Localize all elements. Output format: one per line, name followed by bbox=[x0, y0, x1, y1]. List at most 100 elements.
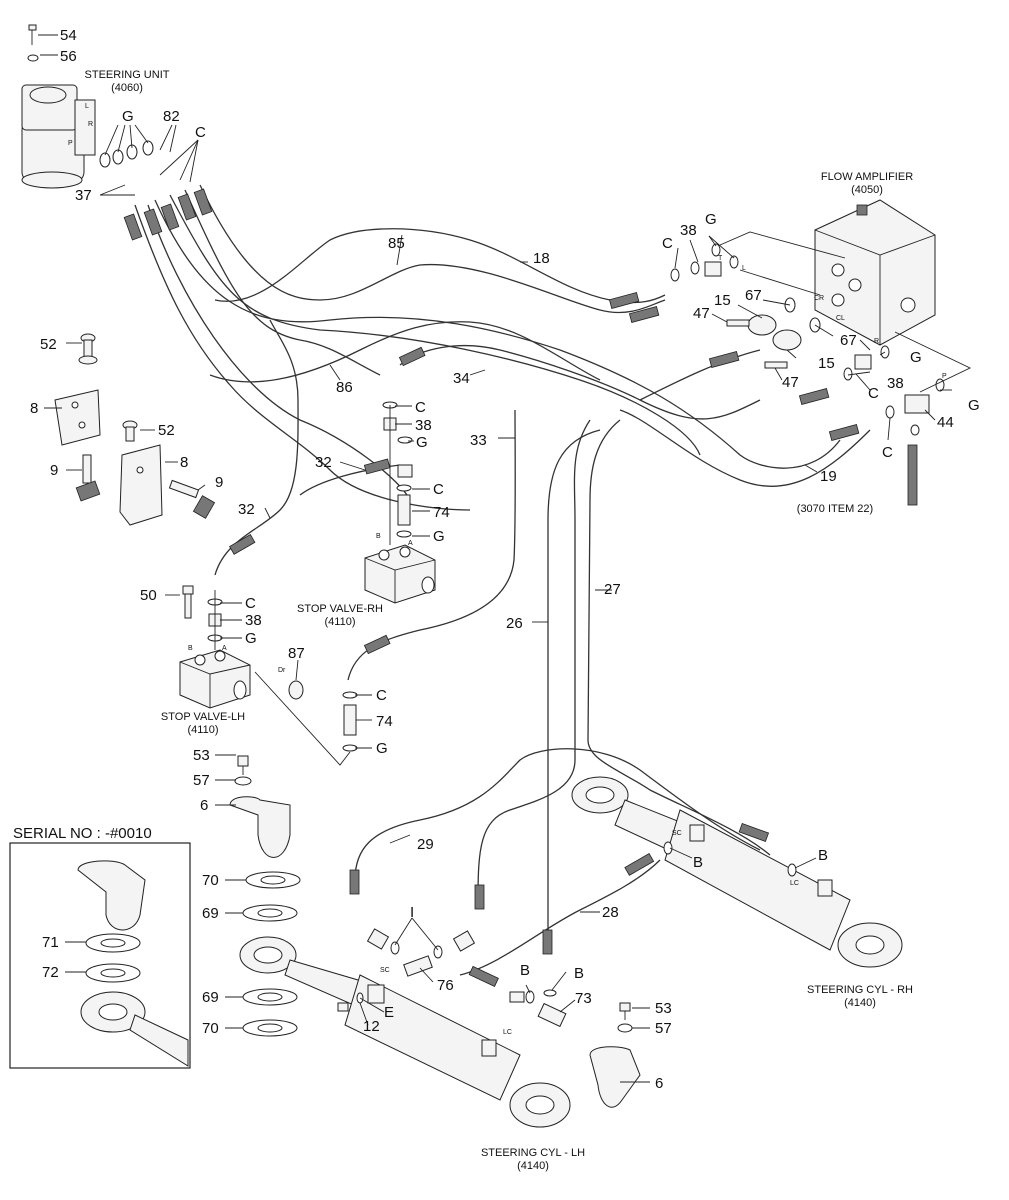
stop-valve-rh-label: STOP VALVE-RH bbox=[297, 603, 383, 615]
flow-amplifier-label: FLOW AMPLIFIER bbox=[821, 171, 913, 183]
callout-8: 8 bbox=[30, 400, 38, 417]
callout-c4: C bbox=[245, 595, 256, 612]
pivot-stack-left bbox=[229, 755, 301, 1037]
bracket-8-right bbox=[119, 444, 163, 526]
callout-37: 37 bbox=[75, 187, 92, 204]
steering-cyl-rh-code: (4140) bbox=[844, 997, 876, 1009]
callout-27: 27 bbox=[604, 581, 621, 598]
callout-15b: 15 bbox=[818, 355, 835, 372]
callout-6: 6 bbox=[200, 797, 208, 814]
bolt-54 bbox=[28, 24, 37, 45]
callout-g3: G bbox=[433, 528, 445, 545]
steering-cyl-lh bbox=[239, 936, 571, 1128]
callout-54: 54 bbox=[60, 27, 77, 44]
callout-c5: C bbox=[376, 687, 387, 704]
bolt-52-left bbox=[78, 333, 98, 365]
callout-g5: G bbox=[376, 740, 388, 757]
callout-74: 74 bbox=[433, 504, 450, 521]
callout-87: 87 bbox=[288, 645, 305, 662]
callout-b2: B bbox=[574, 965, 584, 982]
port-label-a-lh: A bbox=[222, 645, 227, 652]
port-label-p-amp: P bbox=[942, 373, 947, 380]
callout-6b: 6 bbox=[655, 1075, 663, 1092]
port-label-l-amp: L bbox=[742, 265, 746, 272]
stop-valve-lh-code: (4110) bbox=[188, 724, 219, 736]
port-label-p: P bbox=[68, 140, 73, 147]
callout-56: 56 bbox=[60, 48, 77, 65]
steering-unit bbox=[21, 84, 96, 189]
callout-57b: 57 bbox=[655, 1020, 672, 1037]
callout-c: C bbox=[195, 124, 206, 141]
steering-cyl-rh bbox=[571, 776, 903, 968]
bolt-50 bbox=[182, 585, 194, 619]
steering-unit-code: (4060) bbox=[111, 82, 143, 94]
callout-g: G bbox=[122, 108, 134, 125]
callout-g4: G bbox=[245, 630, 257, 647]
port-label-sc-rh: SC bbox=[672, 830, 682, 837]
callout-85: 85 bbox=[388, 235, 405, 252]
hose-fittings bbox=[123, 188, 918, 987]
pivot-stack-right bbox=[589, 1002, 641, 1108]
callout-69b: 69 bbox=[202, 989, 219, 1006]
callout-29: 29 bbox=[417, 836, 434, 853]
orings-g-steering bbox=[99, 140, 154, 168]
stop-valve-lh bbox=[179, 649, 251, 709]
callout-53b: 53 bbox=[655, 1000, 672, 1017]
callout-50: 50 bbox=[140, 587, 157, 604]
callout-g7: G bbox=[910, 349, 922, 366]
callout-38b: 38 bbox=[245, 612, 262, 629]
steering-unit-label: STEERING UNIT bbox=[85, 69, 170, 81]
port-label-b-rh: B bbox=[376, 533, 381, 540]
stop-valve-rh bbox=[364, 544, 436, 604]
callout-38d: 38 bbox=[680, 222, 697, 239]
port-label-cl: CL bbox=[836, 315, 845, 322]
callout-38: 38 bbox=[415, 417, 432, 434]
port-label-dr: Dr bbox=[278, 667, 286, 674]
callout-52b: 52 bbox=[158, 422, 175, 439]
callout-c7: C bbox=[868, 385, 879, 402]
plug-87 bbox=[288, 680, 304, 700]
callout-c8: C bbox=[662, 235, 673, 252]
callout-74b: 74 bbox=[376, 713, 393, 730]
port-label-sc-lh: SC bbox=[380, 967, 390, 974]
port-label-cr: CR bbox=[814, 295, 824, 302]
callout-19: 19 bbox=[820, 468, 837, 485]
callout-g2: G bbox=[416, 434, 428, 451]
callout-9b: 9 bbox=[215, 474, 223, 491]
callout-i: I bbox=[410, 904, 414, 921]
callout-38c: 38 bbox=[887, 375, 904, 392]
callout-15: 15 bbox=[714, 292, 731, 309]
callout-72: 72 bbox=[42, 964, 59, 981]
callout-33: 33 bbox=[470, 432, 487, 449]
port-label-r-amp: R bbox=[874, 338, 879, 345]
hose-group bbox=[134, 184, 871, 976]
callout-12: 12 bbox=[363, 1018, 380, 1035]
bolt-52-right bbox=[122, 420, 138, 442]
amplifier-leader-lines bbox=[719, 231, 972, 393]
callout-26: 26 bbox=[506, 615, 523, 632]
port-label-a-rh: A bbox=[408, 540, 413, 547]
callout-c6: C bbox=[882, 444, 893, 461]
callout-34: 34 bbox=[453, 370, 470, 387]
callout-73: 73 bbox=[575, 990, 592, 1007]
callout-32b: 32 bbox=[238, 501, 255, 518]
callout-e: E bbox=[384, 1004, 394, 1021]
reference-note: (3070 ITEM 22) bbox=[797, 503, 873, 515]
callout-47b: 47 bbox=[782, 374, 799, 391]
stop-valve-rh-code: (4110) bbox=[325, 616, 356, 628]
callout-44: 44 bbox=[937, 414, 954, 431]
serial-box bbox=[9, 842, 191, 1069]
callout-52: 52 bbox=[40, 336, 57, 353]
flow-amplifier-code: (4050) bbox=[851, 184, 883, 196]
port-label-lc-rh: LC bbox=[790, 880, 799, 887]
flanges-15 bbox=[726, 314, 802, 369]
callout-67b: 67 bbox=[840, 332, 857, 349]
flow-amplifier bbox=[814, 199, 936, 346]
callout-9: 9 bbox=[50, 462, 58, 479]
stop-screw-9-right bbox=[168, 479, 216, 519]
port-label-b-lh: B bbox=[188, 645, 193, 652]
callout-70: 70 bbox=[202, 872, 219, 889]
callout-70b: 70 bbox=[202, 1020, 219, 1037]
callout-c3: C bbox=[433, 481, 444, 498]
callout-53: 53 bbox=[193, 747, 210, 764]
